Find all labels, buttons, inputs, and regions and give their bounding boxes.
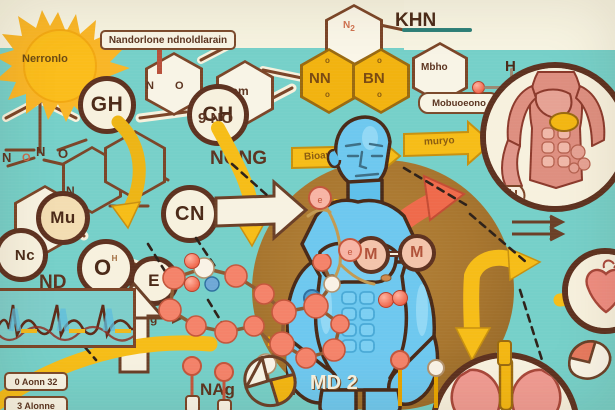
hex-text-mono: Mbho	[421, 62, 448, 73]
hex-text-o-oxazole: O	[175, 80, 184, 92]
top-banner-post	[157, 48, 162, 74]
label-n-left: N	[2, 150, 12, 165]
hex-text-bn: BN	[363, 70, 385, 87]
label-nong: NONG	[210, 148, 267, 169]
hex-text-nn: NN	[309, 70, 331, 87]
svg-text:e: e	[317, 195, 322, 205]
hex-text-amber-dot-top: o	[325, 56, 330, 65]
badge-gh-label: GH	[90, 93, 124, 116]
badge-mu-label: Mu	[50, 208, 76, 227]
metabolism-chip: Mobuoeono	[418, 92, 500, 114]
badge-m-right[interactable]: M	[398, 234, 436, 272]
figure-caption-md: MD 2	[310, 372, 358, 394]
atom-left-b	[184, 276, 200, 292]
label-n2-left: N	[36, 144, 46, 159]
hex-text-bn-dot-bot: o	[377, 90, 382, 99]
label-gno: 9 NO	[198, 110, 234, 127]
badge-m-left-label: M	[364, 246, 378, 263]
ecg-panel	[0, 288, 136, 348]
kidney-inset-stalk	[497, 340, 512, 366]
svg-text:e: e	[347, 247, 352, 257]
right-atom-stalks	[390, 350, 445, 408]
hexagon-naphthalene-b	[104, 130, 166, 200]
label-nd: ND	[39, 272, 67, 293]
label-h-right: H	[505, 58, 516, 75]
badge-e-label: E	[148, 271, 160, 290]
badge-m-right-label: M	[410, 244, 424, 261]
label-o3-left: O	[58, 146, 69, 161]
metabolism-chip-text: Mobuoeono	[432, 97, 486, 109]
atom-torso-b	[392, 290, 408, 306]
label-khn: KHN	[395, 10, 437, 31]
legend-chip-1-text: 0 Aonn 32	[14, 376, 58, 387]
hex-text-amber-dot-bot: o	[325, 90, 330, 99]
hex-text-top-cream-inner: N2	[343, 20, 355, 33]
badge-gh[interactable]: GH	[78, 76, 136, 134]
figure-caption-md2: MD 2	[310, 372, 358, 395]
badge-nc[interactable]: Nc	[0, 228, 48, 282]
hex-text-bn-dot-top: o	[377, 56, 382, 65]
badge-cn[interactable]: CN	[161, 185, 219, 243]
hexagon-amber-bn	[352, 48, 410, 114]
label-hhg: Hhg	[134, 312, 158, 326]
pill-capsule-icon-small	[567, 340, 612, 380]
inset-anatomy-muscleman[interactable]	[480, 62, 615, 212]
top-right-cream-band	[404, 0, 615, 50]
badge-mu[interactable]: Mu	[36, 191, 90, 245]
inset-heart[interactable]	[562, 248, 615, 334]
badge-o-superscript: H	[111, 254, 118, 263]
label-ns: Nrs	[252, 192, 274, 207]
hexagon-oxazole	[145, 52, 203, 116]
hex-text-n-oxazole: N	[146, 80, 154, 92]
legend-chip-2-text: 3 Alonne	[17, 400, 55, 410]
badge-cn-label: CN	[175, 202, 205, 225]
molecule-ball-and-stick	[158, 254, 350, 382]
label-n-lower: N	[66, 184, 75, 198]
legend-chip-2[interactable]: 3 Alonne	[4, 396, 68, 410]
atom-left-a	[184, 253, 200, 269]
badge-o-label: O	[94, 255, 112, 280]
pill-capsule-icon	[243, 355, 297, 407]
hexagon-amber-nn	[300, 48, 358, 114]
label-o-left: O	[22, 152, 31, 164]
badge-nc-label: Nc	[14, 246, 36, 264]
bottom-molecule-sticks	[182, 356, 234, 410]
top-banner-text: Nandorlone ndnoldlarain	[108, 34, 228, 46]
badge-ch-label: CH	[202, 103, 234, 126]
top-banner-sign: Nandorlone ndnoldlarain	[100, 30, 236, 50]
legend-chip-1[interactable]: 0 Aonn 32	[4, 372, 68, 391]
sun-label: Nerronlo	[22, 53, 68, 65]
